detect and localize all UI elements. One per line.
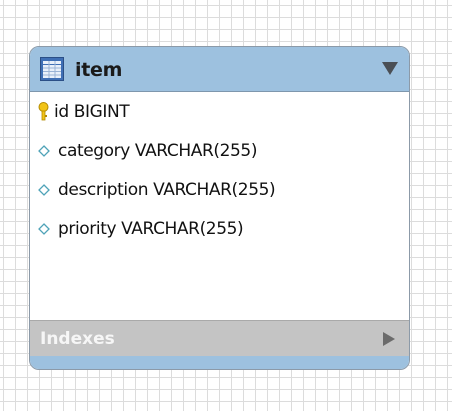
indexes-label: Indexes — [40, 329, 115, 349]
triangle-right-icon[interactable] — [383, 332, 395, 346]
table-icon — [40, 57, 64, 81]
column-label: category VARCHAR(255) — [58, 141, 258, 161]
column-label: id BIGINT — [54, 102, 130, 122]
diamond-icon — [38, 184, 50, 196]
column-row-priority[interactable]: priority VARCHAR(255) — [38, 216, 244, 242]
indexes-section[interactable]: Indexes — [30, 320, 409, 356]
table-footer — [30, 356, 409, 369]
column-label: description VARCHAR(255) — [58, 180, 276, 200]
column-row-category[interactable]: category VARCHAR(255) — [38, 138, 257, 164]
diamond-icon — [38, 223, 50, 235]
column-list: id BIGINT category VARCHAR(255) descript… — [30, 92, 409, 320]
triangle-down-icon[interactable] — [382, 62, 398, 75]
table-name: item — [75, 59, 123, 81]
table-card-item[interactable]: item id BIGINT category VARCHAR(255) des… — [29, 46, 410, 370]
column-row-id[interactable]: id BIGINT — [38, 99, 130, 125]
column-row-description[interactable]: description VARCHAR(255) — [38, 177, 276, 203]
table-header[interactable]: item — [30, 47, 409, 92]
diamond-icon — [38, 145, 50, 157]
column-label: priority VARCHAR(255) — [58, 219, 244, 239]
key-icon — [38, 102, 49, 121]
